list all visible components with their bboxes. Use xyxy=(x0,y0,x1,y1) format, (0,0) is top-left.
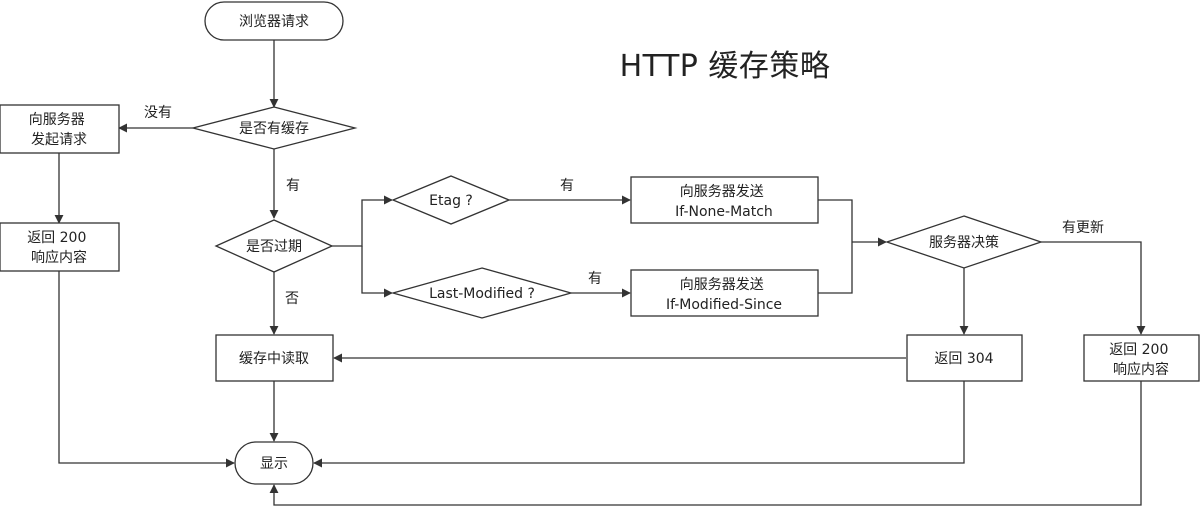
node-return-200-right-line-1: 返回 200 xyxy=(1109,342,1168,358)
nodes: 浏览器请求 是否有缓存 向服务器 发起请求 返回 200 响应内容 xyxy=(0,1,1200,485)
node-send-if-none-match-label: 向服务器发送 If-None-Match xyxy=(675,184,773,220)
edge-return-304-to-display xyxy=(313,381,965,468)
node-send-if-none-match-line-1: 向服务器发送 xyxy=(680,184,764,200)
edge-label-has-update: 有更新 xyxy=(1062,220,1104,236)
edges xyxy=(54,40,1146,506)
node-return-200-left-label: 返回 200 响应内容 xyxy=(27,230,91,266)
node-return-200-left-line-1: 返回 200 xyxy=(27,230,86,246)
node-last-modified-line: Last-Modified ? xyxy=(429,286,535,302)
edge-expired-to-last-modified xyxy=(361,246,393,298)
node-return-200-right-line-2: 响应内容 xyxy=(1113,361,1169,378)
node-server-decision-label: 服务器决策 xyxy=(929,234,999,251)
node-return-304-line: 返回 304 xyxy=(934,351,993,367)
node-has-cache: 是否有缓存 xyxy=(190,106,358,150)
node-return-200-left: 返回 200 响应内容 xyxy=(0,222,120,272)
node-send-if-none-match: 向服务器发送 If-None-Match xyxy=(630,176,819,224)
node-request-server-line-1: 向服务器 xyxy=(29,112,85,128)
node-request-server: 向服务器 发起请求 xyxy=(0,104,120,154)
node-browser-request-line: 浏览器请求 xyxy=(239,14,309,30)
edge-if-none-match-to-server-decision xyxy=(818,199,853,294)
node-request-server-label: 向服务器 发起请求 xyxy=(29,112,89,148)
node-display: 显示 xyxy=(234,441,314,485)
node-request-server-line-2: 发起请求 xyxy=(31,132,87,148)
node-has-cache-line: 是否有缓存 xyxy=(239,121,309,137)
node-etag-line: Etag ? xyxy=(429,193,473,209)
node-browser-request-label: 浏览器请求 xyxy=(239,14,309,30)
node-send-if-modified-since-line-2: If-Modified-Since xyxy=(666,297,782,313)
node-return-304: 返回 304 xyxy=(906,334,1023,382)
edge-label-not-expired: 否 xyxy=(285,291,299,307)
node-read-cache-label: 缓存中读取 xyxy=(239,350,309,367)
edge-label-no-cache: 没有 xyxy=(144,105,172,121)
node-read-cache: 缓存中读取 xyxy=(215,334,334,382)
node-has-cache-label: 是否有缓存 xyxy=(239,121,309,137)
node-send-if-modified-since: 向服务器发送 If-Modified-Since xyxy=(630,269,819,317)
node-server-decision: 服务器决策 xyxy=(884,215,1044,269)
edge-label-has-cache: 有 xyxy=(286,178,300,194)
node-server-decision-line: 服务器决策 xyxy=(929,234,999,251)
edge-labels: 没有 有 否 有 有 有更新 xyxy=(144,105,1104,307)
node-read-cache-line: 缓存中读取 xyxy=(239,350,309,367)
node-etag-label: Etag ? xyxy=(429,193,473,209)
edge-return-200-right-to-display xyxy=(269,381,1142,506)
edge-label-last-modified-yes: 有 xyxy=(588,271,602,287)
diagram-title: HTTP 缓存策略 xyxy=(620,49,831,84)
edge-return-200-left-to-display xyxy=(58,271,235,468)
node-display-line: 显示 xyxy=(260,456,288,472)
node-last-modified-label: Last-Modified ? xyxy=(429,286,535,302)
edge-expired-to-etag xyxy=(332,195,393,247)
node-etag: Etag ? xyxy=(391,175,511,225)
node-send-if-none-match-line-2: If-None-Match xyxy=(675,204,773,220)
node-send-if-modified-since-line-1: 向服务器发送 xyxy=(680,277,764,293)
node-return-304-label: 返回 304 xyxy=(934,351,993,367)
node-return-200-right-label: 返回 200 响应内容 xyxy=(1109,342,1173,378)
node-expired-line: 是否过期 xyxy=(246,239,302,255)
node-last-modified: Last-Modified ? xyxy=(390,267,574,319)
node-send-if-modified-since-label: 向服务器发送 If-Modified-Since xyxy=(666,277,782,313)
edge-server-decision-to-return-200 xyxy=(1041,241,1146,335)
node-return-200-left-line-2: 响应内容 xyxy=(31,249,87,266)
node-expired: 是否过期 xyxy=(214,219,334,273)
node-browser-request: 浏览器请求 xyxy=(204,1,344,41)
edge-label-etag-yes: 有 xyxy=(560,178,574,194)
node-display-label: 显示 xyxy=(260,456,288,472)
node-return-200-right: 返回 200 响应内容 xyxy=(1083,334,1200,382)
node-expired-label: 是否过期 xyxy=(246,239,302,255)
